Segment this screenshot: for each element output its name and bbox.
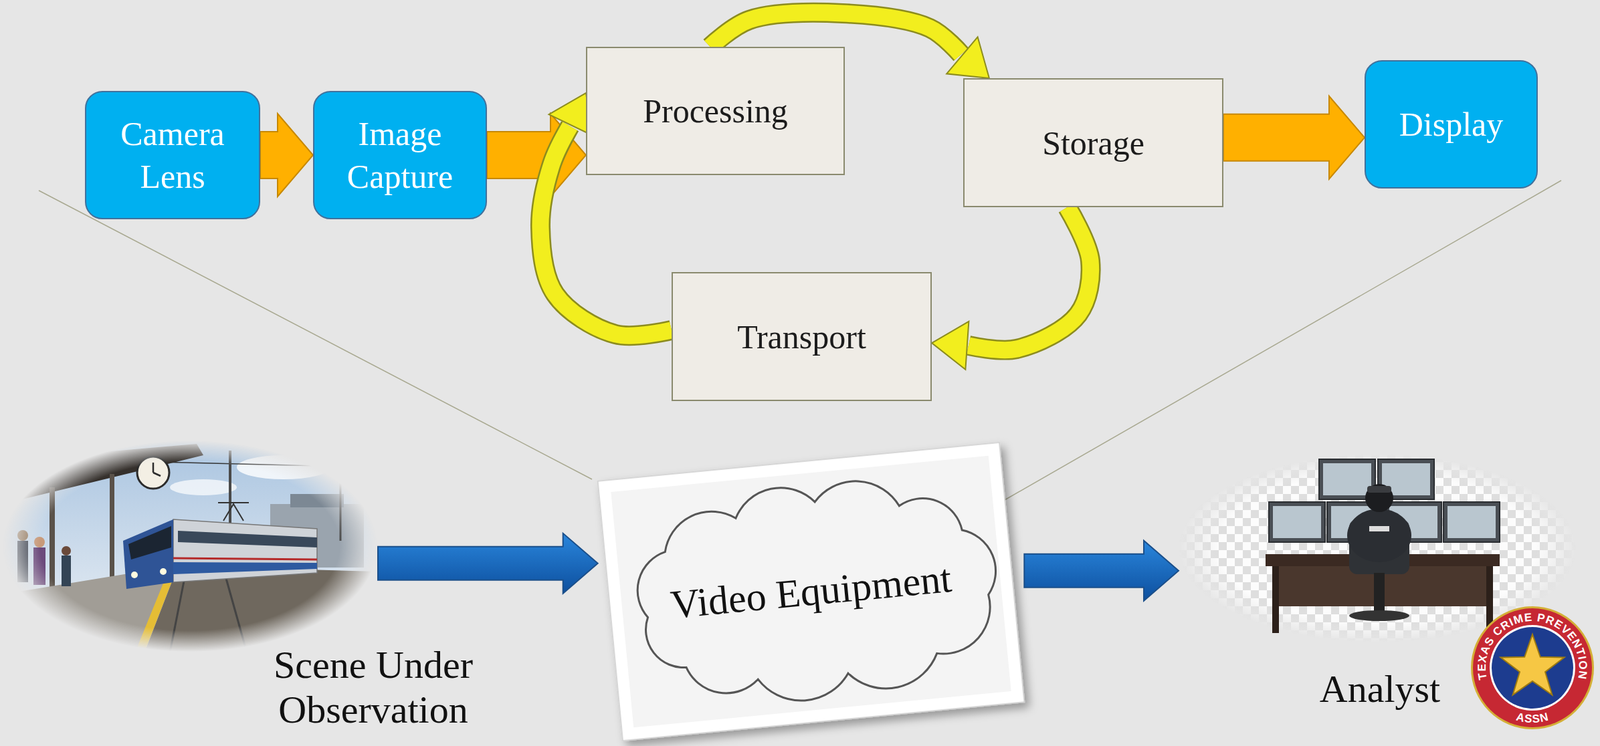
process-box: Transport bbox=[671, 272, 932, 402]
arrow-head bbox=[946, 36, 990, 79]
headlight bbox=[159, 568, 167, 576]
flow-arrow bbox=[1024, 541, 1179, 602]
zoom-line bbox=[38, 190, 592, 480]
chair-post bbox=[1373, 573, 1385, 614]
cloud-puff bbox=[236, 455, 331, 480]
flow-arrow bbox=[1223, 96, 1365, 180]
clock-hand bbox=[152, 462, 155, 473]
person bbox=[33, 547, 46, 586]
component-box: Display bbox=[1364, 60, 1538, 189]
box-label: Storage bbox=[1042, 121, 1145, 165]
person bbox=[61, 555, 71, 587]
clock-hand bbox=[153, 472, 161, 477]
pantograph bbox=[218, 502, 249, 504]
sky bbox=[2, 440, 378, 653]
component-box: Camera Lens bbox=[84, 90, 261, 220]
monitor bbox=[1443, 502, 1500, 543]
monitor bbox=[1268, 502, 1326, 543]
person bbox=[17, 541, 29, 583]
monitor-wall bbox=[1268, 459, 1500, 543]
box-label: Camera Lens bbox=[99, 112, 246, 198]
association-logo: TEXAS CRIME PREVENTION ASSN bbox=[1470, 606, 1594, 730]
cloud-puff bbox=[169, 479, 237, 496]
rail bbox=[223, 569, 247, 653]
train-stripe bbox=[173, 562, 318, 575]
analyst-head bbox=[1365, 484, 1394, 513]
box-label: Transport bbox=[737, 315, 867, 359]
logo-text: TEXAS CRIME PREVENTION bbox=[1475, 611, 1590, 682]
arrow-head bbox=[931, 321, 969, 370]
desk-leg bbox=[1272, 566, 1279, 634]
curved-arrow-outline bbox=[968, 207, 1091, 351]
person bbox=[17, 530, 29, 542]
flow-arrow bbox=[377, 533, 598, 594]
flow-arrow bbox=[260, 113, 314, 197]
card-sheet bbox=[597, 442, 1025, 742]
person bbox=[61, 546, 71, 556]
equipment-card: Video Equipment bbox=[597, 442, 1025, 742]
cloud-outline bbox=[628, 468, 1007, 716]
picture-caption: Scene Under Observation bbox=[259, 642, 487, 734]
monitor-screen bbox=[1323, 463, 1372, 496]
station-clock bbox=[137, 456, 170, 489]
platform-canopy bbox=[2, 444, 204, 505]
analyst-cap bbox=[1367, 486, 1392, 493]
logo-inner-ring bbox=[1489, 625, 1576, 712]
analyst-body bbox=[1347, 509, 1412, 563]
curved-arrow-body bbox=[968, 207, 1091, 351]
logo-text: ASSN bbox=[1515, 711, 1550, 727]
block-arrow bbox=[260, 113, 314, 197]
chair-base bbox=[1349, 610, 1410, 622]
process-box: Storage bbox=[963, 78, 1224, 208]
canopy-column bbox=[49, 487, 55, 602]
block-arrow bbox=[377, 533, 598, 594]
component-box: Image Capture bbox=[313, 90, 487, 220]
canopy-column bbox=[109, 474, 115, 582]
logo-rim bbox=[1470, 606, 1594, 730]
picture-caption: Analyst bbox=[1303, 666, 1457, 712]
train-windows bbox=[177, 531, 318, 548]
card-inner bbox=[610, 456, 1011, 729]
monitor-screen bbox=[1447, 506, 1496, 539]
catenary-pole bbox=[339, 457, 342, 542]
train-stripe bbox=[173, 558, 318, 560]
box-label: Display bbox=[1399, 103, 1504, 146]
monitor-screen bbox=[1272, 506, 1322, 539]
analyst-picture: Analyst bbox=[1178, 454, 1577, 643]
train-body bbox=[173, 519, 318, 583]
station-roof bbox=[290, 494, 344, 508]
scene-photo bbox=[2, 440, 378, 653]
box-label: Image Capture bbox=[327, 112, 473, 198]
logo-star bbox=[1500, 634, 1564, 695]
logo-text-path: TEXAS CRIME PREVENTION bbox=[1475, 611, 1590, 682]
pantograph bbox=[223, 504, 244, 522]
cycle-arrow bbox=[931, 207, 1091, 370]
train-windshield bbox=[128, 526, 172, 560]
process-box: Processing bbox=[585, 46, 845, 176]
box-label: Processing bbox=[642, 89, 788, 133]
scene-illustration bbox=[2, 440, 378, 653]
logo-ring bbox=[1472, 608, 1592, 728]
person bbox=[34, 537, 45, 548]
headlight bbox=[131, 571, 138, 579]
block-arrow bbox=[1223, 96, 1365, 180]
scene-picture: Scene Under Observation bbox=[2, 440, 378, 653]
train-nose bbox=[123, 519, 174, 590]
block-arrow bbox=[1024, 541, 1179, 602]
logo-disk bbox=[1491, 627, 1574, 710]
shirt-tag bbox=[1369, 526, 1390, 532]
logo-text-path: ASSN bbox=[1515, 711, 1550, 727]
